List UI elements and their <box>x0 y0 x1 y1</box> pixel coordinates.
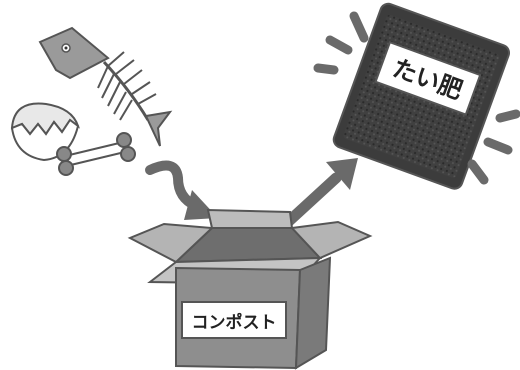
compost-label-text: コンポスト <box>192 312 277 333</box>
compost-box-icon <box>130 210 370 368</box>
compost-box-label: コンポスト <box>182 302 286 338</box>
straight-arrow-icon <box>288 158 358 222</box>
